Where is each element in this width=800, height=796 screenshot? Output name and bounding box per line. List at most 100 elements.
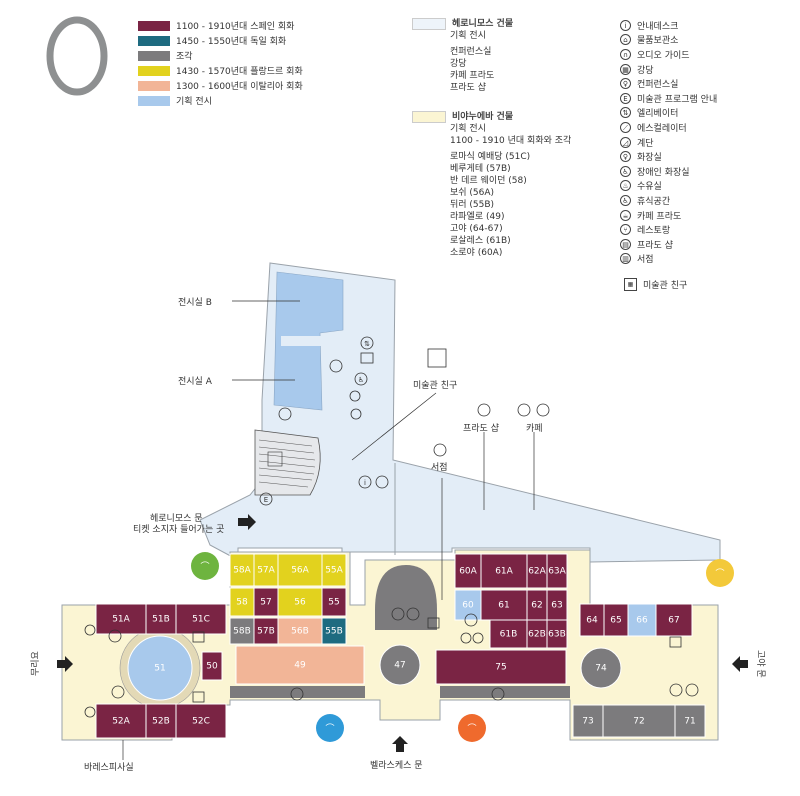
room-75[interactable] (435, 649, 567, 685)
toilet-icon[interactable] (460, 632, 472, 644)
villanueva-swatch (412, 111, 446, 123)
friends-map-icon[interactable] (427, 348, 447, 368)
stairs-icon[interactable] (427, 617, 440, 629)
room-50[interactable] (201, 651, 223, 681)
room-63b[interactable] (546, 619, 568, 649)
room-71[interactable] (674, 704, 706, 738)
cloakroom-icon[interactable] (458, 714, 486, 742)
murillo-gate-label: 무리요 (31, 651, 41, 676)
room-73[interactable] (572, 704, 604, 738)
leader-line (351, 392, 437, 461)
bookstore-icon[interactable] (433, 443, 447, 457)
stairs-icon[interactable] (669, 636, 682, 648)
audioguide-icon[interactable] (375, 475, 389, 489)
cloakroom-icon[interactable] (316, 714, 344, 742)
shop-icon[interactable] (477, 403, 491, 417)
service-item: ⑂레스토랑 (620, 222, 717, 237)
accessible-icon[interactable] (491, 687, 505, 701)
elevator-icon[interactable] (360, 336, 374, 350)
goya-arrow (732, 656, 748, 672)
room-63a[interactable] (546, 553, 568, 589)
room-66[interactable] (627, 603, 657, 637)
hanger-icon: ⌒ (715, 569, 724, 580)
cloakroom-icon[interactable] (706, 559, 734, 587)
service-icon: ⌂ (620, 34, 631, 46)
info-icon[interactable] (391, 607, 405, 621)
room-51b[interactable] (145, 603, 177, 635)
service-item: ☕카페 프라도 (620, 208, 717, 223)
villanueva-item: 반 데르 웨이던 (58) (450, 176, 527, 186)
room-52c[interactable] (175, 703, 227, 739)
room-label: 52A (112, 717, 130, 727)
room-55[interactable] (321, 587, 347, 617)
villanueva-item: 1100 - 1910 년대 회화와 조각 (450, 136, 572, 146)
stairs-icon[interactable] (192, 631, 205, 643)
corridor-bar (230, 686, 365, 698)
room-label: 61 (498, 601, 509, 611)
service-label: 화장실 (637, 153, 662, 164)
service-label: 강당 (637, 65, 654, 76)
room-52a[interactable] (95, 703, 147, 739)
villanueva-title: 비야누에바 건물 (452, 112, 514, 122)
room-label: 57B (257, 627, 275, 637)
room-51c[interactable] (175, 603, 227, 635)
room-label: 63B (548, 630, 566, 640)
room-58[interactable] (229, 587, 255, 617)
toilet-icon[interactable] (349, 390, 361, 402)
room-49[interactable] (235, 645, 365, 685)
room-55b[interactable] (321, 617, 347, 645)
room-57[interactable] (253, 587, 279, 617)
legend-swatch (138, 20, 170, 31)
accessible-icon[interactable] (290, 687, 304, 701)
service-label: 오디오 가이드 (637, 50, 690, 61)
room-61a[interactable] (480, 553, 528, 589)
room-56b[interactable] (277, 617, 323, 645)
jeronimos-item: 카페 프라도 (450, 71, 495, 81)
conference-icon[interactable] (278, 407, 292, 421)
room-label: 51B (152, 615, 170, 625)
room-55a[interactable] (321, 553, 347, 587)
room-label: 60 (462, 601, 474, 611)
velazquez-arrow (392, 736, 408, 752)
room-61[interactable] (480, 589, 528, 621)
audioguide-icon[interactable] (406, 607, 420, 621)
legend-item: 1450 - 1550년대 독일 회화 (138, 33, 303, 48)
room-51[interactable] (127, 635, 193, 701)
room-a-label: 전시실 A (178, 377, 212, 387)
stairs-icon[interactable] (192, 691, 205, 703)
elevator-icon[interactable] (685, 683, 699, 697)
legend-item: 1430 - 1570년대 플랑드르 회화 (138, 63, 303, 78)
elevator-icon[interactable] (669, 683, 683, 697)
escalator-icon[interactable] (329, 359, 343, 373)
service-label: 장애인 화장실 (637, 167, 690, 178)
elevator-icon[interactable] (108, 629, 122, 643)
service-item: ♨수유실 (620, 179, 717, 194)
cloakroom-icon[interactable] (191, 552, 219, 580)
room-58b[interactable] (229, 617, 255, 645)
toilet-icon[interactable] (84, 706, 96, 718)
cafe-icon[interactable] (517, 403, 531, 417)
info-icon[interactable] (358, 475, 372, 489)
room-67[interactable] (655, 603, 693, 637)
room-label: 56A (291, 566, 309, 576)
room-47[interactable] (379, 644, 421, 686)
toilet-icon[interactable] (84, 624, 96, 636)
bookstore-label: 서점 (431, 463, 448, 473)
room-56a[interactable] (277, 553, 323, 587)
accessible-icon[interactable] (464, 613, 478, 627)
restaurant-icon[interactable] (536, 403, 550, 417)
villanueva-item: 베루게테 (57B) (450, 164, 511, 174)
elevator-icon[interactable] (111, 685, 125, 699)
program-icon[interactable] (259, 492, 273, 506)
hanger-icon: ⌒ (200, 562, 209, 573)
accessible-icon[interactable] (354, 372, 368, 386)
room-65[interactable] (603, 603, 629, 637)
service-icon: ♿ (620, 194, 631, 206)
room-61b[interactable] (489, 619, 528, 649)
service-label: 안내데스크 (637, 21, 679, 32)
stairs-icon[interactable] (360, 352, 374, 364)
toilet-icon[interactable] (472, 632, 484, 644)
room-74[interactable] (580, 647, 622, 689)
service-item: ▥서점 (620, 252, 717, 267)
toilet-icon[interactable] (350, 408, 362, 420)
